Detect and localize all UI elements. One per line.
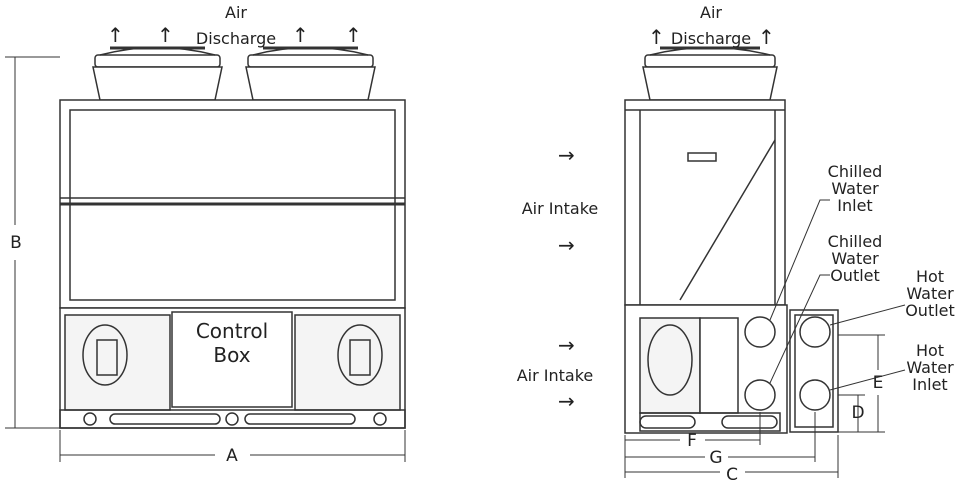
hot-water-inlet-label: Hot Water Inlet (906, 341, 954, 394)
front-air-label: Air (225, 3, 247, 22)
svg-text:Water: Water (831, 179, 879, 198)
intake-arrow-3: → (558, 333, 575, 357)
dim-a-label: A (226, 446, 238, 466)
front-discharge-arrows: ↑ ↑ ↑ ↑ (107, 23, 362, 47)
svg-text:Inlet: Inlet (912, 375, 947, 394)
arrow-up-3: ↑ (292, 23, 309, 47)
svg-text:Inlet: Inlet (837, 196, 872, 215)
chilled-water-inlet-label: Chilled Water Inlet (828, 162, 883, 215)
intake-arrow-4: → (558, 389, 575, 413)
air-intake-lower-label: Air Intake (517, 366, 594, 385)
box-label: Box (213, 343, 250, 367)
hot-water-module (789, 309, 839, 433)
arrow-up-2: ↑ (157, 23, 174, 47)
dim-b-line (5, 56, 60, 429)
dim-g-label: G (709, 448, 722, 468)
side-discharge-label: Discharge (671, 29, 751, 48)
dim-a-line (59, 430, 406, 462)
dim-b-label: B (10, 233, 22, 253)
dim-d-label: D (851, 403, 864, 423)
air-intake-upper-label: Air Intake (522, 199, 599, 218)
intake-arrow-1: → (558, 143, 575, 167)
side-air-label: Air (700, 3, 722, 22)
svg-text:Chilled: Chilled (828, 162, 883, 181)
arrow-up-1: ↑ (107, 23, 124, 47)
svg-text:Outlet: Outlet (830, 266, 880, 285)
control-label: Control (196, 319, 268, 343)
front-fan-left (92, 46, 223, 101)
front-fan-right (245, 46, 376, 101)
callout-lines (769, 199, 906, 391)
side-arrow-up-left: ↑ (648, 25, 665, 49)
intake-arrow-2: → (558, 233, 575, 257)
svg-text:Water: Water (906, 358, 954, 377)
side-arrow-up-right: ↑ (758, 25, 775, 49)
side-view (624, 46, 839, 434)
dim-f-label: F (687, 431, 697, 451)
svg-text:Hot: Hot (916, 341, 944, 360)
front-view (59, 46, 406, 429)
svg-text:Water: Water (906, 284, 954, 303)
svg-text:Hot: Hot (916, 267, 944, 286)
control-box (171, 311, 293, 408)
svg-text:Water: Water (831, 249, 879, 268)
dim-side-lines (624, 334, 885, 478)
arrow-up-4: ↑ (345, 23, 362, 47)
svg-text:Chilled: Chilled (828, 232, 883, 251)
dim-e-label: E (873, 373, 884, 393)
chilled-water-outlet-label: Chilled Water Outlet (828, 232, 883, 285)
front-discharge-label: Discharge (196, 29, 276, 48)
svg-text:Outlet: Outlet (905, 301, 955, 320)
dim-c-label: C (726, 465, 738, 485)
side-cabinet-upper (624, 99, 786, 306)
hot-water-outlet-label: Hot Water Outlet (905, 267, 955, 320)
